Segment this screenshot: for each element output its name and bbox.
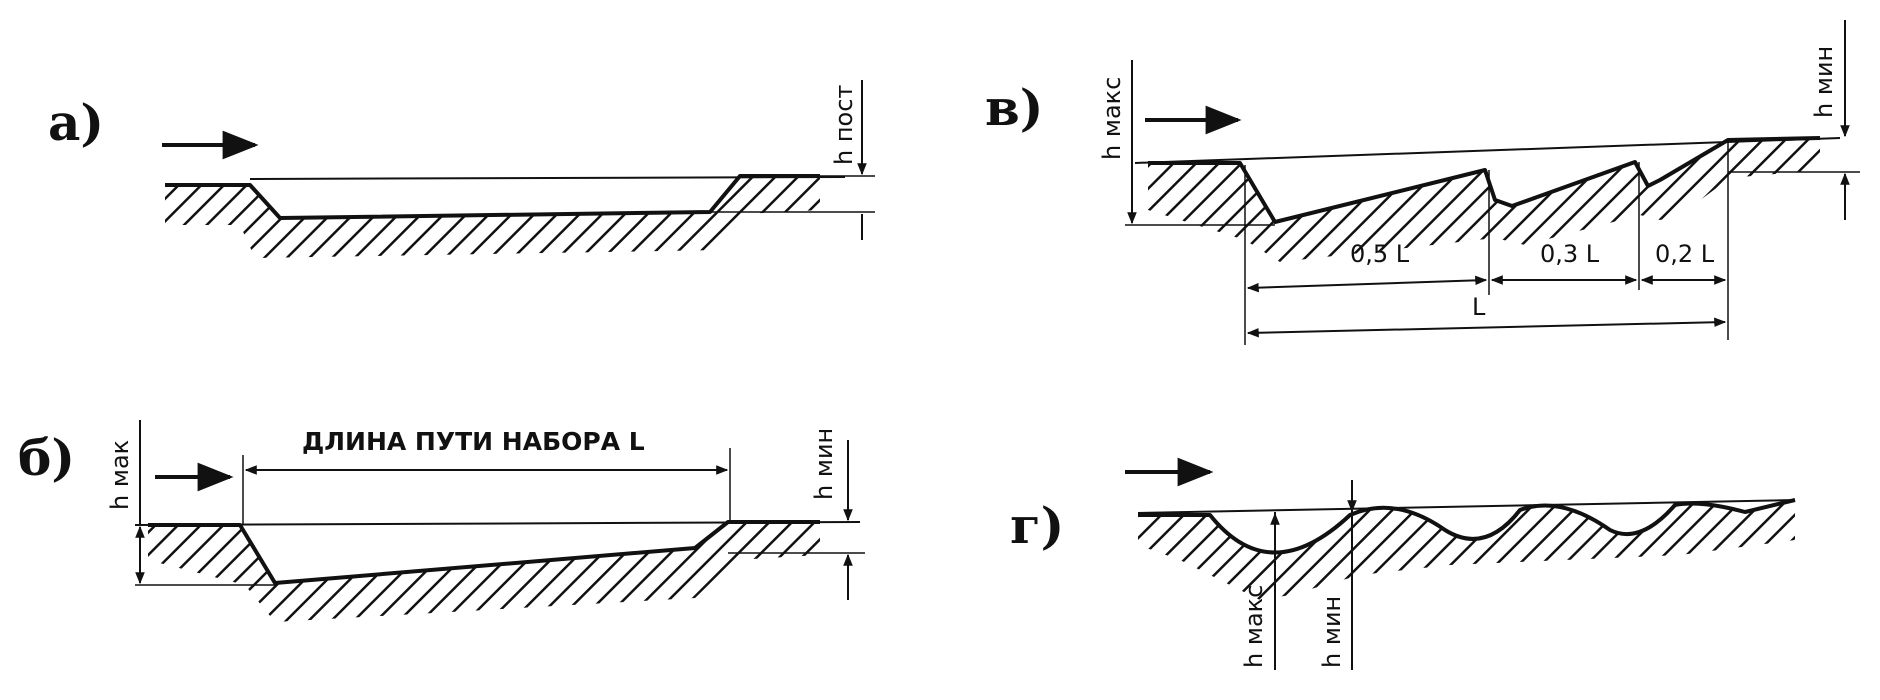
ground-surface-a — [165, 174, 820, 220]
length-label-b: ДЛИНА ПУТИ НАБОРА L — [302, 427, 645, 456]
ground-surface-g — [1138, 498, 1796, 555]
hmin-label-g: h мин — [1318, 596, 1346, 668]
water-line-v — [1134, 137, 1841, 164]
hmin-label-v: h мин — [1810, 46, 1838, 118]
hmin-label-b: h мин — [810, 428, 838, 500]
panel-g: г) h макс h мин — [1010, 457, 1796, 670]
soil-hatch-b — [148, 522, 820, 622]
dim-total-L — [1246, 317, 1727, 338]
label-total-L: L — [1472, 293, 1486, 321]
hmax-label-v: h макс — [1098, 77, 1126, 160]
dim-05L — [1246, 275, 1488, 293]
soil-hatch-v — [1148, 138, 1820, 262]
panel-v: в) 0,5 L 0,3 L 0,2 L L h макс h мин — [985, 20, 1860, 345]
water-line-a — [249, 176, 846, 180]
label-02L: 0,2 L — [1655, 240, 1715, 268]
label-05L: 0,5 L — [1350, 240, 1410, 268]
panel-g-label: г) — [1010, 496, 1064, 555]
panel-b-label: б) — [18, 428, 75, 487]
label-03L: 0,3 L — [1540, 240, 1600, 268]
hmax-label-g: h макс — [1240, 585, 1268, 668]
water-line-g — [1137, 499, 1796, 514]
depth-label-a: h пост — [830, 85, 858, 165]
soil-hatch-g — [1138, 500, 1795, 600]
panel-a: а) h пост — [48, 80, 875, 258]
panel-a-label: а) — [48, 93, 104, 152]
hmax-label-b: h мак — [106, 440, 134, 510]
panel-b: б) ДЛИНА ПУТИ НАБОРА L h мак h мин — [18, 420, 865, 622]
ground-surface-v — [1148, 136, 1821, 224]
panel-v-label: в) — [985, 78, 1043, 137]
water-line-b — [134, 521, 861, 526]
